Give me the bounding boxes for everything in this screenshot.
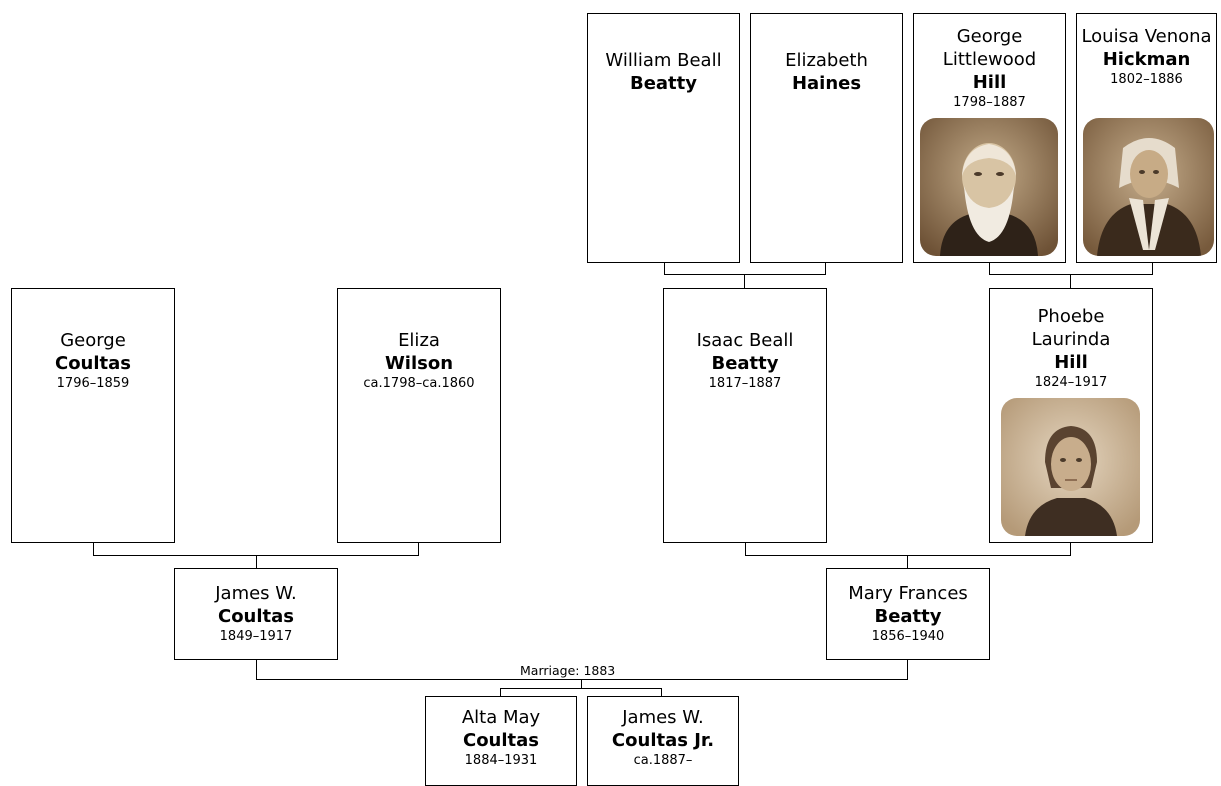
given-name: Alta May: [461, 707, 541, 728]
given-name: Elizabeth: [785, 50, 868, 71]
surname: Hill: [972, 72, 1007, 93]
life-dates: ca.1798–ca.1860: [363, 376, 475, 391]
connector-line: [1152, 262, 1153, 275]
connector-line: [581, 679, 582, 689]
life-dates: 1817–1887: [708, 376, 782, 391]
given-name: George: [60, 330, 126, 351]
surname: Coultas: [462, 730, 540, 751]
connector-line: [744, 274, 745, 288]
life-dates: ca.1887–: [633, 753, 693, 768]
surname: Coultas Jr.: [611, 730, 715, 751]
surname: Beatty: [629, 73, 698, 94]
given-name: James W.: [622, 707, 704, 728]
given-name: Isaac Beall: [696, 330, 794, 351]
life-dates: 1884–1931: [464, 753, 538, 768]
given-name: Mary Frances: [848, 583, 968, 604]
life-dates: 1802–1886: [1110, 72, 1183, 87]
surname: Beatty: [711, 353, 779, 374]
person-card-alta-coultas[interactable]: Alta May Coultas 1884–1931: [425, 696, 577, 786]
connector-line: [256, 679, 908, 680]
connector-line: [989, 274, 1153, 275]
surname: Coultas: [54, 353, 132, 374]
connector-line: [256, 555, 257, 569]
given-name: George Littlewood: [942, 26, 1037, 70]
connector-line: [664, 262, 665, 275]
person-card-elizabeth-haines[interactable]: Elizabeth Haines: [750, 13, 903, 263]
life-dates: 1796–1859: [56, 376, 130, 391]
life-dates: 1856–1940: [871, 629, 945, 644]
person-card-eliza-wilson[interactable]: Eliza Wilson ca.1798–ca.1860: [337, 288, 501, 543]
person-card-james-coultas-jr[interactable]: James W. Coultas Jr. ca.1887–: [587, 696, 739, 786]
connector-line: [500, 688, 662, 689]
connector-line: [664, 274, 826, 275]
connector-line: [907, 659, 908, 680]
surname: Beatty: [874, 606, 942, 627]
person-card-isaac-beatty[interactable]: Isaac Beall Beatty 1817–1887: [663, 288, 827, 543]
surname: Hickman: [1102, 49, 1191, 70]
connector-line: [93, 542, 94, 556]
given-name: Eliza: [398, 330, 440, 351]
surname: Coultas: [217, 606, 295, 627]
connector-line: [825, 262, 826, 275]
surname: Hill: [1054, 352, 1088, 373]
portrait-photo-icon[interactable]: [1083, 118, 1214, 256]
given-name: James W.: [215, 583, 297, 604]
connector-line: [745, 542, 746, 556]
surname: Haines: [791, 73, 862, 94]
given-name: William Beall: [605, 50, 722, 71]
connector-line: [661, 688, 662, 697]
life-dates: 1849–1917: [219, 629, 293, 644]
portrait-photo-icon[interactable]: [920, 118, 1058, 256]
connector-line: [256, 659, 257, 680]
given-name: Phoebe Laurinda: [1031, 306, 1111, 350]
connector-line: [745, 555, 1071, 556]
connector-line: [500, 688, 501, 697]
given-name: Louisa Venona: [1081, 26, 1212, 47]
person-card-george-coultas[interactable]: George Coultas 1796–1859: [11, 288, 175, 543]
person-card-mary-beatty[interactable]: Mary Frances Beatty 1856–1940: [826, 568, 990, 660]
life-dates: 1798–1887: [953, 95, 1026, 110]
life-dates: 1824–1917: [1034, 375, 1108, 390]
person-card-james-coultas[interactable]: James W. Coultas 1849–1917: [174, 568, 338, 660]
connector-line: [1070, 542, 1071, 556]
portrait-photo-icon[interactable]: [1001, 398, 1140, 536]
connector-line: [418, 542, 419, 556]
marriage-label: Marriage: 1883: [519, 663, 617, 678]
connector-line: [907, 555, 908, 569]
connector-line: [989, 262, 990, 275]
connector-line: [1070, 274, 1071, 288]
surname: Wilson: [384, 353, 454, 374]
person-card-william-beatty[interactable]: William Beall Beatty: [587, 13, 740, 263]
